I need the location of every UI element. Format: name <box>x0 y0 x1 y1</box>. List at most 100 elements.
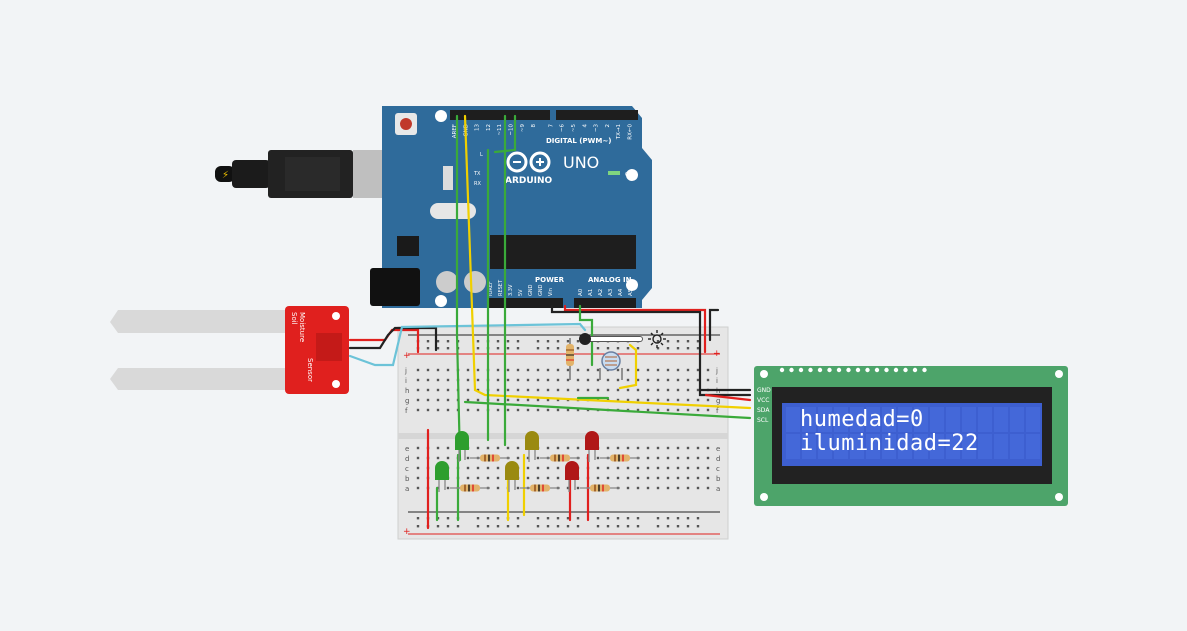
row-label: g <box>405 397 409 405</box>
row-label: j <box>404 367 407 375</box>
resistor <box>470 454 510 462</box>
lcd-line-2: iluminidad=22 <box>800 431 979 456</box>
breadboard-holes <box>416 340 710 528</box>
digital-pin-label: ~3 <box>594 124 600 133</box>
soil-moisture-sensor[interactable]: Soil Moisture Sensor <box>110 306 349 394</box>
digital-pin-label: 12 <box>486 124 492 131</box>
led-green[interactable] <box>455 431 469 462</box>
rail-plus-label-bottom: + <box>403 527 411 537</box>
led-red[interactable] <box>585 431 599 462</box>
power-pin-label: 3.3V <box>508 284 514 296</box>
resistor <box>450 484 490 492</box>
light-slider[interactable] <box>579 333 643 345</box>
lcd-character-cells <box>786 407 1040 459</box>
led-rx-label: RX <box>474 181 481 187</box>
dc-jack <box>370 268 420 306</box>
resistor-ldr <box>566 338 574 380</box>
row-label: i <box>405 377 407 385</box>
analog-pin-label: A3 <box>608 288 614 296</box>
arduino-brand-label: ARDUINO <box>505 176 553 186</box>
led-l-label: L <box>480 152 483 158</box>
digital-pin-label: AREF <box>452 124 458 138</box>
digital-pin-label: 4 <box>582 124 588 128</box>
power-pin-label: GND <box>538 284 544 296</box>
digital-header-label: DIGITAL (PWM~) <box>546 137 611 145</box>
svg-text:⚡: ⚡ <box>222 170 229 181</box>
row-label: b <box>716 475 721 483</box>
lcd-pin-label: VCC <box>757 397 769 404</box>
digital-pin-label: 7 <box>548 124 554 128</box>
power-pin-label: IOREF <box>488 281 494 296</box>
row-label: h <box>405 387 409 395</box>
arduino-uno-board[interactable]: ARDUINO UNO DIGITAL (PWM~) POWER ANALOG … <box>370 106 652 308</box>
analog-pin-label: A2 <box>598 289 604 296</box>
row-label: d <box>405 455 409 463</box>
sun-icon <box>648 330 666 348</box>
analog-pin-label: A0 <box>578 288 584 296</box>
arduino-model-label: UNO <box>563 153 599 172</box>
photoresistor-icon[interactable] <box>599 351 623 380</box>
analog-pin-label: A1 <box>588 289 594 296</box>
digital-pin-label: ~10 <box>509 124 515 136</box>
power-pin-label: Vin <box>548 288 554 296</box>
lcd-pin-label: SDA <box>757 407 770 414</box>
row-label: d <box>716 455 720 463</box>
lcd-module[interactable]: GND VCC SDA SCL <box>754 366 1068 506</box>
row-label: b <box>405 475 410 483</box>
resistor <box>580 484 620 492</box>
row-label: a <box>405 485 409 493</box>
led-red[interactable] <box>565 461 579 492</box>
row-label: c <box>716 465 720 473</box>
digital-pin-label: ~9 <box>520 124 526 133</box>
row-label: c <box>405 465 409 473</box>
digital-pin-label: RX←0 <box>628 124 634 140</box>
resistor <box>520 484 560 492</box>
arduino-logo <box>506 151 551 173</box>
lcd-line-1: humedad=0 <box>800 407 924 432</box>
led-tx-label: TX <box>473 171 481 177</box>
row-label: f <box>716 407 719 415</box>
wires <box>348 114 752 530</box>
digital-pin-label: 2 <box>605 124 611 128</box>
soil-label-2: Moisture <box>298 312 306 342</box>
row-label: e <box>405 445 409 453</box>
lcd-pin-label: GND <box>757 387 771 394</box>
row-label: g <box>716 397 720 405</box>
row-label: e <box>716 445 720 453</box>
digital-pin-label: ~6 <box>560 124 566 133</box>
digital-pin-label: ~11 <box>497 124 503 136</box>
soil-label-1: Soil <box>290 312 298 325</box>
atmega-chip <box>490 235 636 269</box>
row-label: j <box>715 367 718 375</box>
lcd-pin-label: SCL <box>757 417 769 424</box>
power-pin-label: 5V <box>518 289 524 296</box>
led-olive[interactable] <box>505 461 519 492</box>
digital-pin-label: 13 <box>475 124 481 131</box>
lcd-pin-labels: GND VCC SDA SCL <box>757 387 771 424</box>
analog-pin-label: A4 <box>618 288 624 296</box>
power-header-label: POWER <box>535 276 565 284</box>
power-pin-labels: IOREF RESET 3.3V 5V GND GND Vin <box>488 279 554 296</box>
led-olive[interactable] <box>525 431 539 462</box>
resistor <box>600 454 640 462</box>
row-label: i <box>716 377 718 385</box>
row-label: a <box>716 485 720 493</box>
power-pin-label: RESET <box>498 279 504 296</box>
digital-pin-label: ~5 <box>571 124 577 133</box>
rail-plus-label: + <box>403 351 411 361</box>
power-pin-label: GND <box>528 284 534 296</box>
resistor <box>540 454 580 462</box>
leds-and-resistors <box>435 431 640 492</box>
analog-header-label: ANALOG IN <box>588 276 632 284</box>
rail-plus-label-right: + <box>713 349 721 359</box>
led-green[interactable] <box>435 461 449 492</box>
soil-label-3: Sensor <box>306 358 314 382</box>
on-label: ON <box>625 172 633 178</box>
row-label: f <box>405 407 408 415</box>
usb-cable: ⚡ <box>215 150 393 198</box>
